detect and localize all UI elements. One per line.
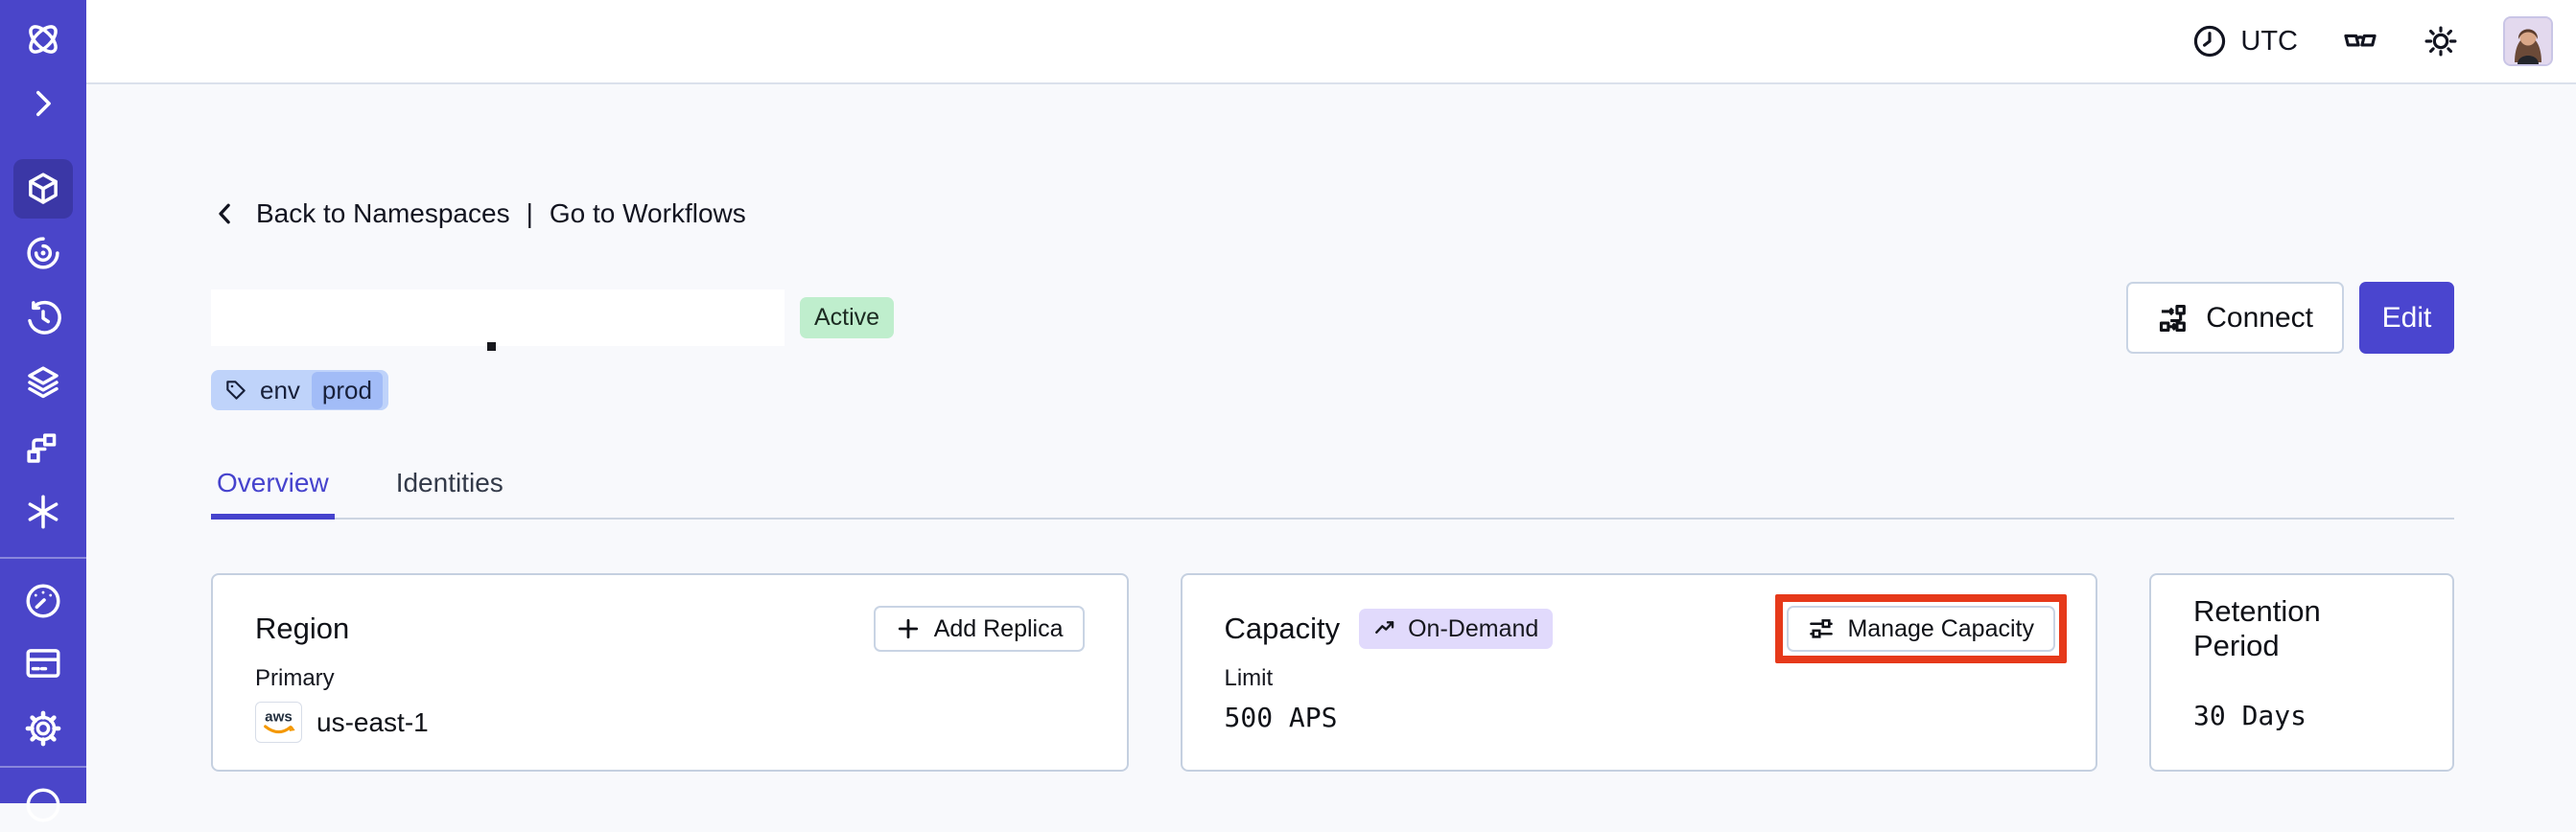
on-demand-label: On-Demand	[1408, 614, 1539, 642]
breadcrumb-separator: |	[526, 198, 533, 228]
tab-overview[interactable]: Overview	[211, 468, 335, 520]
chevron-left-icon[interactable]	[211, 199, 240, 228]
tag-value: prod	[311, 371, 383, 409]
sidebar-item-usage[interactable]	[16, 574, 70, 628]
sidebar-item-batch[interactable]	[16, 420, 70, 474]
connect-button[interactable]: Connect	[2126, 282, 2344, 354]
limit-label: Limit	[1224, 665, 1274, 691]
region-value: us-east-1	[316, 706, 429, 737]
tag-row: env prod	[211, 370, 2454, 410]
breadcrumb-back-link[interactable]: Back to Namespaces	[256, 198, 510, 228]
retention-card-title: Retention Period	[2193, 594, 2321, 662]
region-card: Region Add Replica Primary aws us-east-1	[211, 573, 1129, 772]
timezone-selector[interactable]: UTC	[2191, 23, 2298, 59]
sidebar-divider	[0, 766, 86, 768]
sidebar-item-schedules[interactable]	[16, 291, 70, 345]
primary-label: Primary	[255, 665, 335, 691]
region-card-title: Region	[255, 612, 350, 645]
cube-icon	[29, 173, 58, 204]
tag-icon	[226, 381, 246, 400]
sidebar-item-billing[interactable]	[16, 636, 70, 690]
sliders-icon	[1810, 619, 1834, 638]
tab-identities[interactable]: Identities	[395, 468, 503, 497]
overview-cards: Region Add Replica Primary aws us-east-1	[211, 573, 2454, 772]
breadcrumb-workflows-link[interactable]: Go to Workflows	[549, 198, 746, 228]
tag-key: env	[260, 375, 300, 404]
theme-sun-icon[interactable]	[2423, 23, 2459, 59]
aws-badge-text: aws	[265, 708, 293, 725]
main-content: Back to Namespaces | Go to Workflows Act…	[86, 84, 2576, 803]
capacity-card-title: Capacity	[1224, 612, 1341, 645]
sidebar-item-settings[interactable]	[16, 702, 70, 755]
user-avatar[interactable]	[2503, 16, 2553, 66]
connect-flow-icon	[2160, 304, 2187, 332]
capacity-limit-value: 500 APS	[1224, 702, 1338, 733]
sidebar-item-support[interactable]	[16, 778, 70, 832]
sidebar-item-deployments[interactable]	[16, 356, 70, 409]
layers-icon	[28, 366, 59, 399]
aws-provider-icon: aws	[255, 702, 302, 743]
temporal-logo-icon[interactable]	[16, 12, 70, 66]
connect-button-label: Connect	[2206, 301, 2313, 334]
add-replica-label: Add Replica	[933, 614, 1064, 642]
credit-card-icon	[26, 649, 60, 678]
namespace-name-redacted	[211, 289, 785, 351]
asterisk-icon	[28, 495, 59, 529]
namespace-tag[interactable]: env prod	[211, 370, 388, 410]
sidebar	[0, 0, 86, 822]
gauge-icon	[26, 584, 60, 618]
history-clock-icon	[28, 300, 61, 335]
clock-icon	[2191, 23, 2228, 59]
annotation-highlight-box: Manage Capacity	[1775, 594, 2067, 663]
retention-card: Retention Period 30 Days	[2149, 573, 2454, 772]
support-circle-icon	[26, 788, 60, 822]
gear-icon	[25, 710, 61, 747]
retention-value: 30 Days	[2193, 700, 2307, 731]
topbar: UTC	[86, 0, 2576, 84]
sidebar-item-nexus[interactable]	[16, 485, 70, 539]
sidebar-expand-chevron-icon[interactable]	[16, 77, 70, 130]
add-replica-button[interactable]: Add Replica	[873, 606, 1085, 652]
tab-bar: Overview Identities	[211, 468, 2454, 520]
edit-button-label: Edit	[2381, 301, 2432, 334]
sidebar-item-workflows[interactable]	[16, 226, 70, 280]
edit-button[interactable]: Edit	[2359, 282, 2454, 354]
spiral-icon	[27, 237, 59, 269]
namespace-name-dot	[487, 342, 496, 351]
status-badge: Active	[800, 297, 895, 338]
sidebar-item-namespaces[interactable]	[13, 159, 73, 219]
manage-capacity-label: Manage Capacity	[1847, 614, 2034, 642]
manage-capacity-button[interactable]: Manage Capacity	[1787, 606, 2055, 652]
plus-icon	[898, 618, 918, 639]
namespace-title-row: Active Connect Edit	[211, 282, 2454, 354]
timezone-label: UTC	[2240, 25, 2298, 57]
breadcrumb: Back to Namespaces | Go to Workflows	[211, 197, 2454, 230]
on-demand-badge: On-Demand	[1359, 609, 1554, 649]
labs-glasses-icon[interactable]	[2342, 23, 2378, 59]
capacity-card: Capacity On-Demand	[1180, 573, 2097, 772]
branch-icon	[27, 433, 57, 463]
sidebar-divider	[0, 557, 86, 559]
trend-up-icon	[1375, 621, 1394, 634]
